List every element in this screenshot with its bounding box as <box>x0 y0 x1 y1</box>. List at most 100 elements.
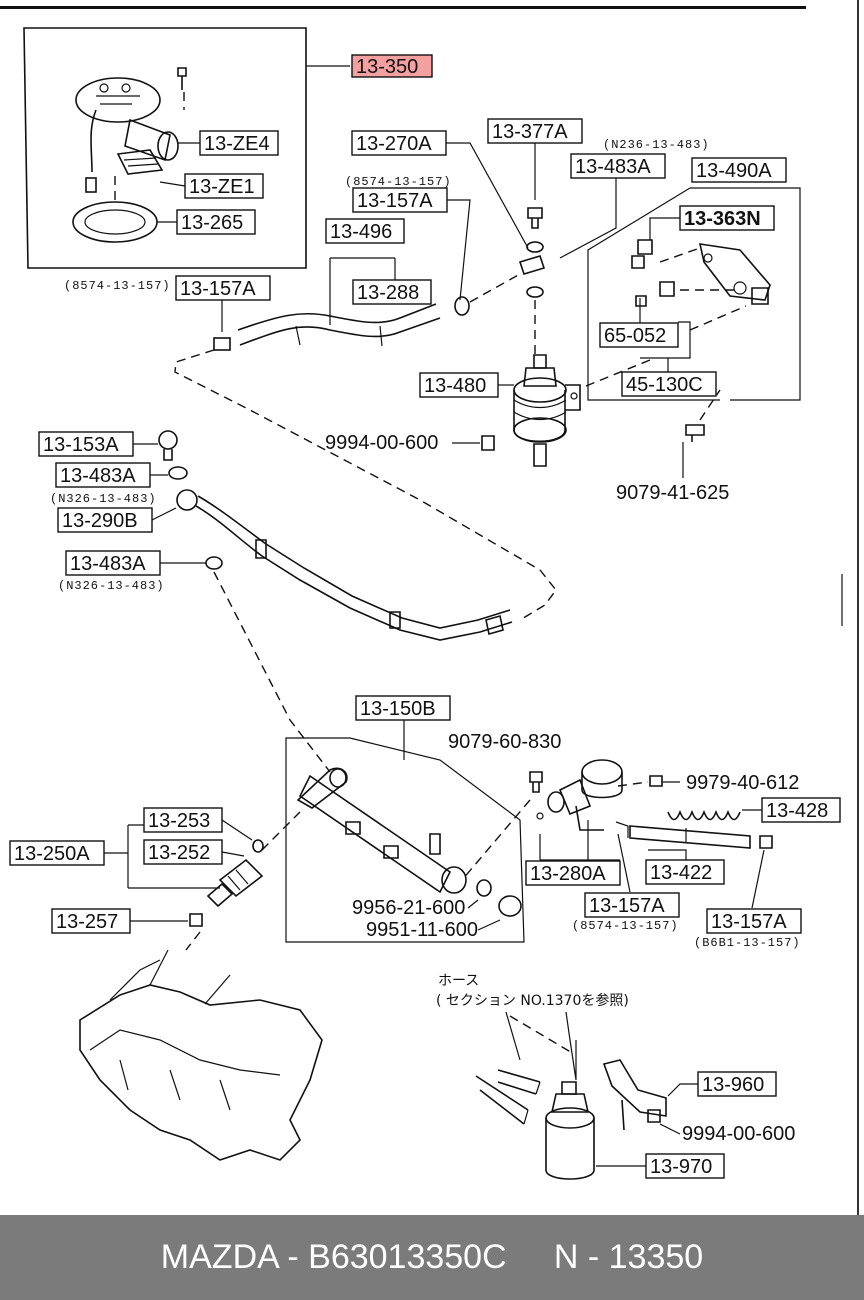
label-13-157a-3[interactable]: 13-157A <box>584 833 680 918</box>
label-13-265[interactable]: 13-265 <box>157 209 256 235</box>
note-8574-a: (8574-13-157) <box>345 175 452 189</box>
label-13-350[interactable]: 13-350 <box>351 54 433 78</box>
note-n326-b: (N326-13-483) <box>58 579 165 593</box>
svg-text:13-157A: 13-157A <box>180 278 256 300</box>
svg-text:13-252: 13-252 <box>148 842 210 864</box>
note-hose-ref: ( セクション NO.1370を参照) <box>436 992 629 1009</box>
svg-text:13-350: 13-350 <box>356 56 418 78</box>
return-line-dashed <box>174 349 557 621</box>
svg-text:13-480: 13-480 <box>424 375 486 397</box>
fuel-pump-inset <box>23 27 350 269</box>
label-13-377a[interactable]: 13-377A <box>487 118 583 200</box>
label-13-496[interactable]: 13-496 <box>325 218 405 325</box>
svg-text:13-483A: 13-483A <box>70 553 146 575</box>
label-13-280a[interactable]: 13-280A <box>525 820 621 886</box>
svg-text:9951-11-600: 9951-11-600 <box>366 919 478 941</box>
bolt-9079-41-625[interactable]: 9079-41-625 <box>616 442 729 504</box>
footer-part-number: MAZDA - B63013350C N - 13350 <box>160 1238 704 1276</box>
svg-text:13-483A: 13-483A <box>60 465 136 487</box>
label-13-290b[interactable]: 13-290B <box>57 507 177 533</box>
label-13-422[interactable]: 13-422 <box>645 849 725 885</box>
label-13-288[interactable]: 13-288 <box>352 279 432 305</box>
svg-text:13-970: 13-970 <box>650 1156 712 1178</box>
note-hose: ホース <box>438 973 479 989</box>
bracket-assembly <box>585 239 771 442</box>
bolt-9994-00-600-lower[interactable]: 9994-00-600 <box>659 1123 795 1145</box>
fuel-hose <box>213 296 470 351</box>
label-13-ze4[interactable]: 13-ZE4 <box>178 130 279 156</box>
canister-bracket <box>602 1059 667 1131</box>
label-13-ze1[interactable]: 13-ZE1 <box>159 173 264 199</box>
svg-text:65-052: 65-052 <box>604 325 666 347</box>
svg-text:13-157A: 13-157A <box>357 190 433 212</box>
pressure-regulator <box>536 759 623 831</box>
svg-text:13-ZE4: 13-ZE4 <box>204 133 270 155</box>
bolt-9994-00-600-upper[interactable]: 9994-00-600 <box>325 432 495 454</box>
svg-text:13-150B: 13-150B <box>360 698 436 720</box>
label-13-428[interactable]: 13-428 <box>667 797 841 823</box>
label-13-483a-3[interactable]: 13-483A <box>65 550 223 576</box>
label-13-363n[interactable]: 13-363N <box>649 205 775 240</box>
svg-text:13-288: 13-288 <box>357 282 419 304</box>
svg-text:13-290B: 13-290B <box>62 510 138 532</box>
svg-text:13-280A: 13-280A <box>530 863 606 885</box>
svg-text:13-490A: 13-490A <box>696 160 772 182</box>
label-45-130c[interactable]: 45-130C <box>621 358 717 397</box>
svg-text:9994-00-600: 9994-00-600 <box>325 432 438 454</box>
footer-bar: MAZDA - B63013350C N - 13350 <box>0 1215 864 1300</box>
label-13-157a-2[interactable]: 13-157A <box>175 275 271 332</box>
rail-bracket-outline <box>285 737 525 943</box>
label-13-150b[interactable]: 13-150B <box>355 695 451 760</box>
note-b6b1: (B6B1-13-157) <box>694 936 801 950</box>
label-13-270a[interactable]: 13-270A <box>351 130 529 249</box>
bolt-9079-60-830[interactable]: 9079-60-830 <box>448 731 561 881</box>
svg-text:13-496: 13-496 <box>330 221 392 243</box>
svg-text:13-428: 13-428 <box>766 800 828 822</box>
svg-text:13-153A: 13-153A <box>43 434 119 456</box>
svg-text:13-483A: 13-483A <box>575 156 651 178</box>
tube-13-422 <box>615 821 773 849</box>
svg-text:9079-41-625: 9079-41-625 <box>616 482 729 504</box>
svg-text:13-422: 13-422 <box>650 862 712 884</box>
note-8574-b: (8574-13-157) <box>64 279 171 293</box>
label-13-480[interactable]: 13-480 <box>419 372 514 398</box>
svg-text:13-265: 13-265 <box>181 212 243 234</box>
svg-text:13-157A: 13-157A <box>589 895 665 917</box>
label-13-490a[interactable]: 13-490A <box>587 157 801 401</box>
svg-text:13-270A: 13-270A <box>356 133 432 155</box>
fuel-filter <box>513 207 581 467</box>
label-13-157a-4[interactable]: 13-157A <box>706 849 802 934</box>
label-13-960[interactable]: 13-960 <box>667 1071 777 1097</box>
label-13-483a-top[interactable]: 13-483A <box>559 153 666 259</box>
engine-block-outline <box>79 949 323 1161</box>
svg-text:13-960: 13-960 <box>702 1074 764 1096</box>
svg-text:13-363N: 13-363N <box>684 208 761 230</box>
svg-text:9979-40-612: 9979-40-612 <box>686 772 799 794</box>
label-13-253[interactable]: 13-253 <box>143 807 264 853</box>
svg-text:9994-00-600: 9994-00-600 <box>682 1123 795 1145</box>
bolt-9951-11-600[interactable]: 9951-11-600 <box>366 895 522 941</box>
fuel-line-to-rail-dashed <box>213 571 331 773</box>
label-13-250a[interactable]: 13-250A <box>9 824 220 889</box>
label-13-157a-1[interactable]: 13-157A <box>352 187 471 301</box>
label-13-153a[interactable]: 13-153A <box>38 430 178 461</box>
bolt-9956-21-600[interactable]: 9956-21-600 <box>352 879 492 919</box>
label-13-970[interactable]: 13-970 <box>596 1153 725 1179</box>
label-65-052[interactable]: 65-052 <box>599 298 691 359</box>
metal-fuel-line <box>176 489 513 641</box>
svg-text:13-250A: 13-250A <box>14 843 90 865</box>
svg-text:13-ZE1: 13-ZE1 <box>189 176 255 198</box>
fuel-injector <box>206 811 301 908</box>
svg-text:13-157A: 13-157A <box>711 911 787 933</box>
label-13-252[interactable]: 13-252 <box>143 839 245 865</box>
svg-text:9956-21-600: 9956-21-600 <box>352 897 465 919</box>
note-n326-a: (N326-13-483) <box>50 492 157 506</box>
bolt-9979-40-612[interactable]: 9979-40-612 <box>617 772 799 794</box>
fuel-rail <box>296 767 467 894</box>
svg-text:13-253: 13-253 <box>148 810 210 832</box>
parts-diagram: 13-350 13-ZE4 13-ZE1 13-265 13-270A 13-3… <box>9 27 843 1180</box>
label-13-483a-2[interactable]: 13-483A <box>55 462 188 488</box>
svg-text:13-257: 13-257 <box>56 911 118 933</box>
svg-text:9079-60-830: 9079-60-830 <box>448 731 561 753</box>
label-13-257[interactable]: 13-257 <box>51 908 203 951</box>
